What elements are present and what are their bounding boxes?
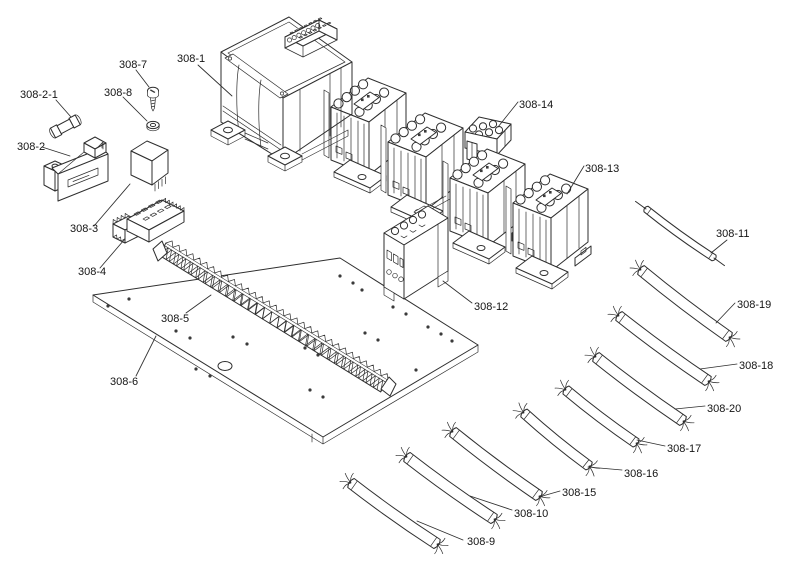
leader-308-16 (587, 466, 623, 471)
part-label-308-1: 308-1 (177, 53, 205, 65)
part-cable-308-10 (395, 446, 506, 530)
part-label-308-14: 308-14 (519, 99, 553, 111)
leader-308-2 (41, 146, 71, 157)
part-label-308-13: 308-13 (585, 163, 619, 175)
part-overload-relay (383, 195, 451, 302)
part-cable-308-11 (635, 200, 725, 267)
part-label-308-4: 308-4 (78, 266, 106, 278)
part-label-308-15: 308-15 (562, 487, 596, 499)
leader-308-8 (122, 96, 148, 122)
leader-308-2-1 (55, 99, 72, 118)
part-cable-308-15 (441, 421, 551, 507)
part-cable-308-9 (339, 472, 449, 555)
socket-contacts (133, 199, 172, 221)
part-label-308-5: 308-5 (161, 313, 189, 325)
part-washer (146, 120, 160, 132)
leader-308-4 (99, 239, 125, 269)
leader-308-7 (135, 69, 150, 88)
leader-308-12 (442, 280, 473, 304)
part-label-308-20: 308-20 (707, 403, 741, 415)
leader-308-18 (699, 363, 738, 370)
leader-308-13 (566, 165, 585, 195)
part-label-308-2-1: 308-2-1 (20, 89, 58, 101)
part-cable-308-18 (607, 305, 720, 392)
part-screw (147, 86, 159, 112)
part-label-308-8: 308-8 (104, 87, 132, 99)
part-cable-308-17 (554, 379, 648, 454)
transformer-terminal-block (284, 17, 338, 58)
leader-308-9 (416, 520, 464, 541)
part-label-308-16: 308-16 (624, 468, 658, 480)
terminal-screws (289, 17, 332, 39)
part-label-308-7: 308-7 (119, 59, 147, 71)
leader-308-5 (185, 294, 212, 314)
part-fuse (49, 114, 82, 139)
leader-308-6 (135, 335, 157, 377)
part-label-308-9: 308-9 (467, 536, 495, 548)
part-transformer (210, 16, 353, 172)
part-label-308-2: 308-2 (17, 141, 45, 153)
leader-308-10 (469, 495, 513, 511)
part-labels: 308-1 308-2 308-2-1 308-3 308-4 308-5 30… (17, 53, 773, 548)
part-label-308-10: 308-10 (514, 508, 548, 520)
leader-308-15 (538, 490, 561, 498)
part-label-308-18: 308-18 (739, 360, 773, 372)
leader-308-20 (674, 405, 706, 410)
part-relay (130, 140, 169, 192)
leader-308-3 (93, 183, 131, 227)
part-fuse-holder (43, 136, 109, 202)
leader-308-11 (710, 239, 728, 254)
part-cable-308-20 (584, 346, 695, 432)
part-label-308-3: 308-3 (70, 223, 98, 235)
leader-308-1 (197, 64, 233, 97)
part-label-308-12: 308-12 (474, 301, 508, 313)
part-label-308-19: 308-19 (737, 299, 771, 311)
part-label-308-11: 308-11 (716, 228, 749, 240)
cables (339, 200, 741, 555)
leader-308-14 (497, 101, 519, 128)
part-relay-socket (112, 197, 185, 244)
leader-308-19 (715, 302, 736, 324)
part-label-308-6: 308-6 (110, 376, 138, 388)
leader-308-17 (636, 439, 666, 447)
part-cable-308-19 (629, 259, 741, 348)
part-terminal-strip (152, 240, 397, 397)
part-label-308-17: 308-17 (667, 443, 701, 455)
part-cable-308-16 (512, 402, 601, 477)
leader-lines (41, 64, 738, 541)
